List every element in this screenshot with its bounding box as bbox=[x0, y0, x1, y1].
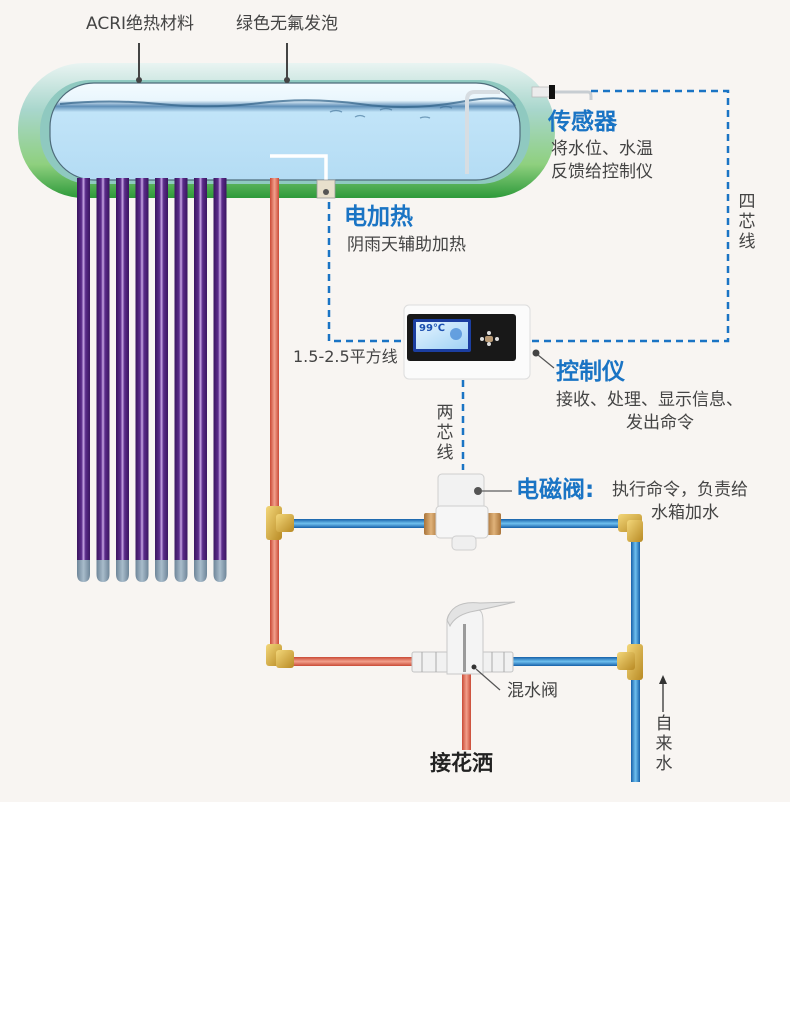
heater-desc: 阴雨天辅助加热 bbox=[347, 235, 466, 255]
system-diagram bbox=[18, 43, 730, 782]
arrow-up-icon bbox=[659, 675, 667, 712]
shower-label: 接花洒 bbox=[430, 751, 493, 775]
heater-wire-label: 1.5-2.5平方线 bbox=[293, 347, 398, 366]
sensor-title: 传感器 bbox=[548, 109, 617, 135]
vacuum-tube bbox=[77, 178, 90, 560]
two-core-wire-label: 两芯线 bbox=[436, 403, 454, 463]
water-supply-label: 自来水 bbox=[655, 714, 673, 774]
vacuum-tube-cap bbox=[116, 560, 129, 582]
vacuum-tube-cap bbox=[155, 560, 168, 582]
heater-title: 电加热 bbox=[344, 204, 413, 230]
sensor-desc-line2: 反馈给控制仪 bbox=[551, 162, 653, 182]
heater-power-wire bbox=[327, 202, 404, 343]
water-tank bbox=[18, 43, 555, 198]
controller-pointer-dot bbox=[532, 349, 540, 357]
vacuum-tube-cap bbox=[213, 560, 227, 582]
vacuum-tube-cap bbox=[194, 560, 207, 582]
water-ripples bbox=[59, 97, 516, 109]
solenoid-valve bbox=[424, 473, 512, 551]
sensor-probe bbox=[465, 90, 500, 174]
hot-water-pipe bbox=[270, 178, 471, 750]
vacuum-tube bbox=[213, 178, 227, 560]
solenoid-pointer-dot bbox=[474, 487, 482, 495]
solenoid-valve-title: 电磁阀: bbox=[516, 477, 595, 503]
vacuum-tube-cap bbox=[135, 560, 149, 582]
solenoid-valve-desc-line1: 执行命令，负责给 bbox=[612, 480, 748, 500]
four-core-wire bbox=[530, 89, 730, 343]
sensor-plug bbox=[531, 85, 593, 100]
controller-desc-line2: 发出命令 bbox=[626, 413, 694, 433]
vacuum-tube bbox=[116, 178, 129, 560]
insulation-pointer-dot bbox=[136, 77, 142, 83]
controller-unit bbox=[403, 304, 555, 380]
electric-heater-fitting bbox=[316, 179, 336, 199]
controller-screen-temp: 99℃ bbox=[419, 323, 446, 334]
vacuum-tube bbox=[135, 178, 149, 560]
diagram-panel: ACRI绝热材料 绿色无氟发泡 传感器 将水位、水温 反馈给控制仪 四芯线 电加… bbox=[0, 0, 790, 802]
vacuum-tube bbox=[194, 178, 207, 560]
control-wires bbox=[327, 89, 730, 470]
pipe-fittings bbox=[266, 506, 643, 680]
solenoid-valve-desc-line2: 水箱加水 bbox=[651, 503, 719, 523]
vacuum-tube-cap bbox=[77, 560, 90, 582]
vacuum-tube bbox=[174, 178, 188, 560]
sensor-desc-line1: 将水位、水温 bbox=[551, 139, 653, 159]
controller-title: 控制仪 bbox=[556, 359, 625, 385]
mixing-pointer-dot bbox=[471, 664, 477, 670]
foam-pointer-dot bbox=[284, 77, 290, 83]
controller-desc-line1: 接收、处理、显示信息、 bbox=[556, 390, 743, 410]
insulation-label: ACRI绝热材料 bbox=[86, 14, 195, 34]
screen-water-icon bbox=[450, 328, 462, 340]
controller-pointer bbox=[537, 354, 555, 369]
mixing-pointer bbox=[475, 668, 501, 691]
mixing-valve bbox=[411, 601, 516, 691]
mixing-valve-label: 混水阀 bbox=[507, 681, 558, 701]
vacuum-tube-cap bbox=[174, 560, 188, 582]
vacuum-tube bbox=[155, 178, 168, 560]
vacuum-tube bbox=[96, 178, 110, 560]
vacuum-tube-cap bbox=[96, 560, 110, 582]
vacuum-tubes bbox=[77, 178, 227, 582]
four-core-wire-label: 四芯线 bbox=[738, 192, 756, 252]
tank-water bbox=[49, 82, 521, 181]
water-bubbles bbox=[329, 105, 453, 119]
heater-element bbox=[270, 154, 328, 186]
foam-label: 绿色无氟发泡 bbox=[236, 14, 338, 34]
